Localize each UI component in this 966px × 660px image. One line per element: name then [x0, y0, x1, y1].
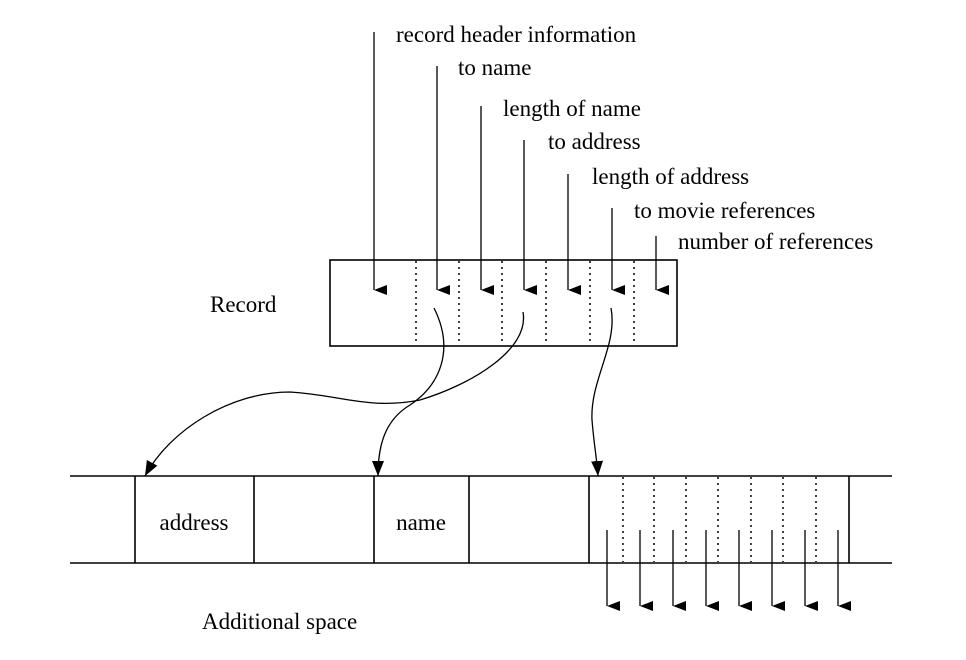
curve-to-address-cell [144, 311, 525, 477]
record-box [329, 259, 678, 347]
name-cell-label: name [396, 510, 446, 535]
label-number-of-references: number of references [678, 229, 873, 254]
label-to-movie-references: to movie references [634, 198, 815, 223]
label-length-of-address: length of address [592, 164, 749, 189]
references-block-dividers [622, 477, 817, 562]
label-length-of-name: length of name [503, 96, 641, 121]
label-to-address: to address [548, 129, 641, 154]
curve-to-name-cell [372, 307, 445, 477]
movie-reference-arrows [606, 530, 851, 611]
additional-space-cell-borders [134, 476, 850, 563]
label-record-header-information: record header information [396, 22, 637, 47]
record-label: Record [210, 292, 277, 317]
additional-space-label: Additional space [202, 609, 357, 634]
record-field-dividers [415, 261, 635, 345]
label-to-name: to name [458, 55, 531, 80]
address-cell-label: address [160, 510, 229, 535]
curve-to-movie-references [591, 307, 613, 477]
